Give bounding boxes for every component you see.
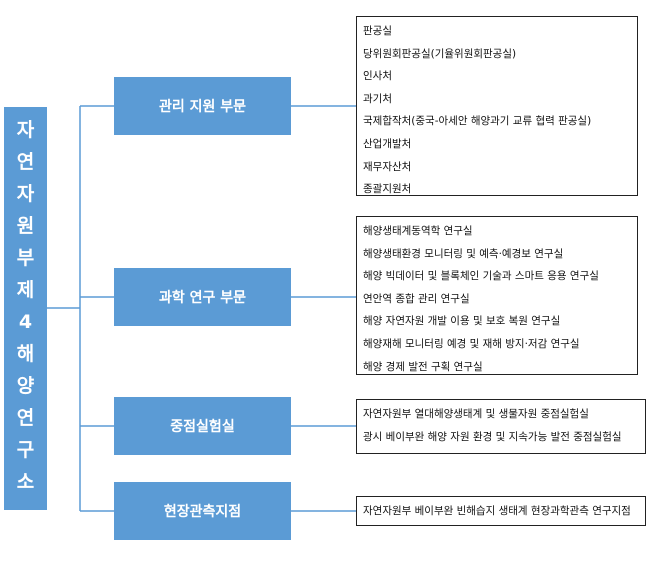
list-item: 과기처 — [363, 92, 392, 105]
list-item: 종괄지원처 — [363, 183, 412, 196]
list-item: 인사처 — [363, 70, 392, 83]
root-label-char: 해 — [16, 343, 35, 365]
root-label-char: 양 — [16, 375, 35, 397]
root-label-char: 4 — [18, 311, 33, 333]
list-item: 자연자원부 베이부완 빈해습지 생태계 현장과학관측 연구지점 — [363, 505, 631, 517]
dept-box-field-station: 현장관측지점 — [114, 482, 291, 540]
dept-list-management: 판공실 당위원회판공실(기율위원회판공실) 인사처 과기처 국제합작처(중국-아… — [356, 16, 638, 196]
list-item: 해양 빅데이터 및 블록체인 기술과 스마트 응용 연구실 — [363, 270, 599, 283]
root-label-char: 자 — [16, 183, 35, 205]
list-item: 연안역 종합 관리 연구실 — [363, 292, 470, 305]
root-label-char: 원 — [16, 215, 35, 237]
dept-box-management: 관리 지원 부문 — [114, 77, 291, 135]
list-item: 판공실 — [363, 25, 392, 37]
root-label-char: 부 — [16, 247, 35, 269]
root-label-char: 연 — [16, 407, 35, 429]
dept-list-research: 해양생태계동역학 연구실 해양생태환경 모니터링 및 예측·예경보 연구실 해양… — [356, 216, 638, 375]
list-item: 해양생태환경 모니터링 및 예측·예경보 연구실 — [363, 247, 564, 260]
dept-list-field-station: 자연자원부 베이부완 빈해습지 생태계 현장과학관측 연구지점 — [356, 496, 646, 526]
root-label-char: 연 — [16, 151, 35, 173]
dept-list-key-lab: 자연자원부 열대해양생태계 및 생물자원 중점실험실 광시 베이부완 해양 자원… — [356, 399, 646, 454]
root-label-char: 자 — [16, 119, 35, 141]
dept-box-key-lab: 중점실험실 — [114, 397, 291, 455]
list-item: 당위원회판공실(기율위원회판공실) — [363, 47, 517, 60]
list-item: 산업개발처 — [363, 137, 412, 150]
root-label-char: 구 — [16, 439, 35, 461]
root-label-char: 제 — [16, 279, 35, 301]
list-item: 해양 자연자원 개발 이용 및 보호 복원 연구실 — [363, 315, 561, 328]
list-item: 해양생태계동역학 연구실 — [363, 225, 473, 237]
dept-box-research: 과학 연구 부문 — [114, 268, 291, 326]
list-item: 재무자산처 — [363, 160, 412, 173]
list-item: 해양재해 모니터링 예경 및 재해 방지·저감 연구실 — [363, 337, 580, 350]
list-item: 해양 경제 발전 구획 연구실 — [363, 360, 483, 373]
list-item: 국제합작처(중국-아세안 해양과기 교류 협력 판공실) — [363, 115, 592, 128]
list-item: 광시 베이부완 해양 자원 환경 및 지속가능 발전 중점실험실 — [363, 430, 622, 443]
root-label-char: 소 — [16, 471, 35, 493]
list-item: 자연자원부 열대해양생태계 및 생물자원 중점실험실 — [363, 408, 589, 420]
